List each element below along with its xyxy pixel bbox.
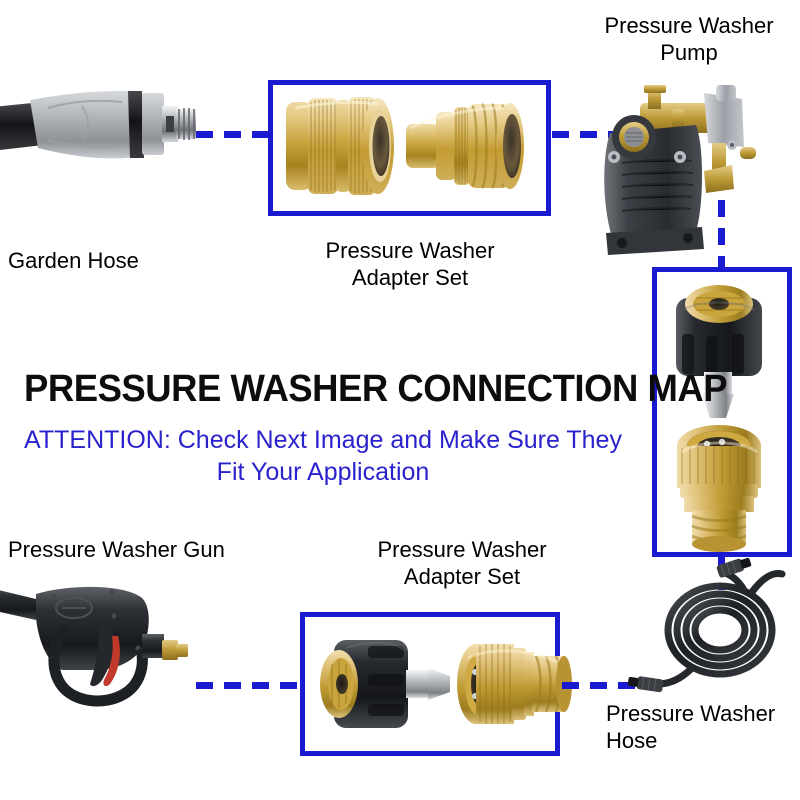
label-pump: Pressure Washer Pump (604, 13, 774, 65)
connector-gun-to-adapter-set-bottom (196, 682, 302, 689)
label-hose: Pressure Washer Hose (606, 701, 776, 753)
pump-image (592, 85, 762, 260)
adapter-set-top-image (278, 88, 543, 206)
label-garden-hose: Garden Hose (8, 248, 139, 273)
connector-adapter-set-top-to-pump (552, 131, 624, 138)
page-title: PRESSURE WASHER CONNECTION MAP (24, 368, 728, 410)
hose-image (627, 557, 800, 693)
label-gun: Pressure Washer Gun (8, 537, 225, 562)
attention-note: ATTENTION: Check Next Image and Make Sur… (24, 426, 622, 486)
connector-garden-hose-to-adapter-set-top (196, 131, 270, 138)
connector-pump-to-adapter-set-right (718, 200, 725, 270)
gun-image (0, 578, 232, 748)
adapter-set-right-image (662, 276, 782, 552)
garden-hose-image (0, 78, 205, 173)
adapter-set-bottom-image (310, 622, 572, 746)
adapter-set-right-box (652, 267, 792, 557)
label-adapter-set-top: Pressure Washer Adapter Set (325, 238, 495, 290)
adapter-set-top-box (268, 80, 551, 216)
label-adapter-set-bottom: Pressure Washer Adapter Set (377, 537, 547, 589)
connector-adapter-set-bottom-to-hose (562, 682, 646, 689)
